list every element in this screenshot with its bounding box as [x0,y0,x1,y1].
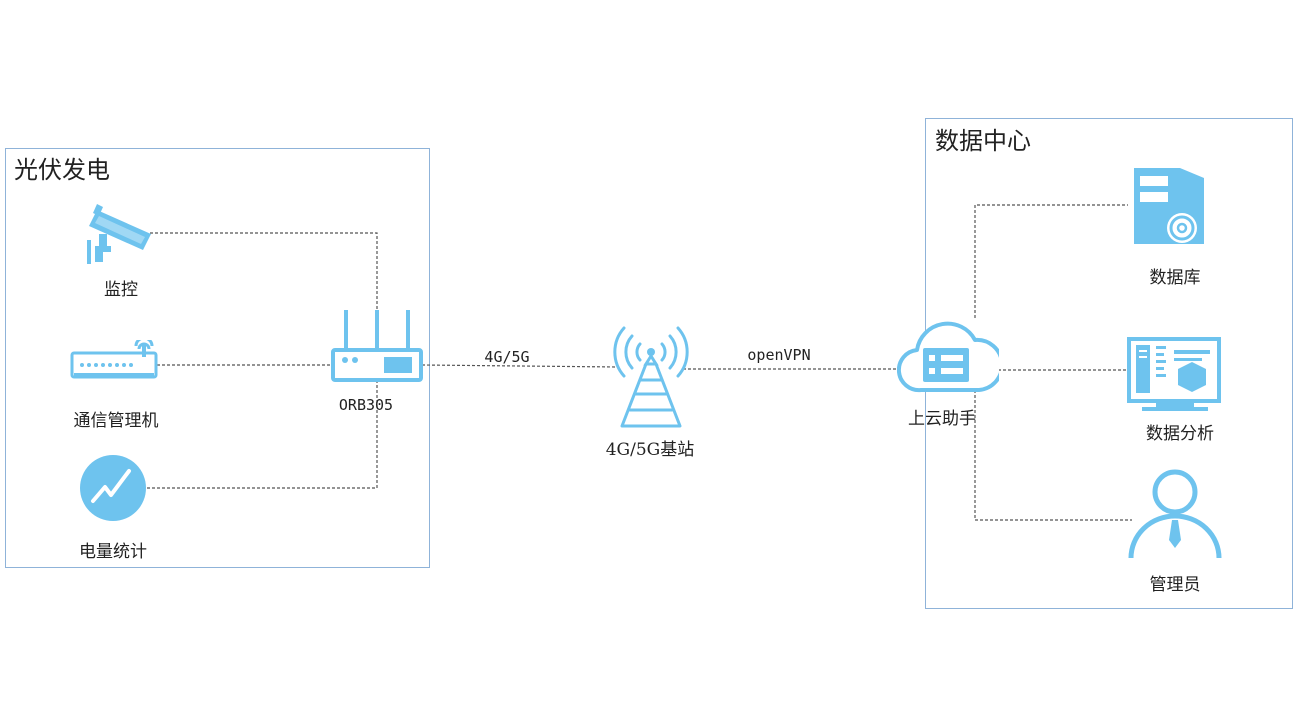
photovoltaic-group-box [5,148,430,568]
surveillance-label: 监控 [104,280,138,300]
administrator-label: 管理员 [1149,575,1201,595]
power-statistics-icon [80,455,146,521]
station-cloud-link-label: openVPN [747,346,811,364]
cloud-icon [897,321,999,393]
cell-tower-icon [613,326,689,428]
comm-manager-label: 通信管理机 [73,411,159,431]
data-center-group-title: 数据中心 [935,127,1031,155]
base-station-label: 4G/5G基站 [605,440,695,460]
router-station-link-line [421,364,619,368]
admin-link-line [974,390,1132,521]
router-icon [331,310,423,382]
cloud-label: 上云助手 [908,409,976,429]
communication-manager-icon [70,340,158,379]
administrator-icon [1128,469,1222,559]
photovoltaic-group-title: 光伏发电 [14,156,110,184]
database-link-line [974,204,1128,318]
power-statistics-label: 电量统计 [79,542,147,562]
data-analysis-label: 数据分析 [1146,424,1214,444]
database-server-icon [1134,168,1204,244]
router-label: ORB305 [338,396,394,414]
surveillance-camera-icon [87,204,151,264]
database-label: 数据库 [1149,268,1201,288]
router-station-link-label: 4G/5G [484,348,530,366]
data-analysis-monitor-icon [1127,337,1221,411]
power-stats-link-line [147,382,378,489]
